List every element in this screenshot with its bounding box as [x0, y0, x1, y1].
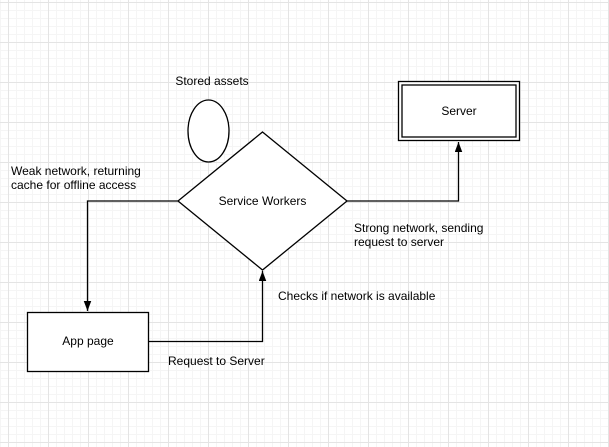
edge-checks-network-label[interactable]: Checks if network is available: [278, 289, 436, 303]
service-workers-label[interactable]: Service Workers: [218, 194, 307, 208]
edge-weak-network-label[interactable]: Weak network, returning cache for offlin…: [11, 164, 141, 192]
app-page-label[interactable]: App page: [62, 334, 114, 348]
edge-request-to-server-arrow[interactable]: [148, 271, 267, 343]
server-label[interactable]: Server: [441, 104, 477, 118]
edge-strong-network-label[interactable]: Strong network, sending request to serve…: [354, 221, 484, 249]
app-page-node[interactable]: [26, 311, 150, 373]
stored-assets-ellipse[interactable]: [187, 99, 230, 163]
server-node[interactable]: [397, 80, 521, 142]
edge-request-to-server-label[interactable]: Request to Server: [168, 354, 265, 368]
stored-assets-label[interactable]: Stored assets: [175, 74, 249, 88]
edge-weak-network-arrow[interactable]: [83, 200, 179, 311]
edge-strong-network-arrow[interactable]: [347, 142, 463, 202]
service-workers-diamond[interactable]: [176, 131, 349, 271]
